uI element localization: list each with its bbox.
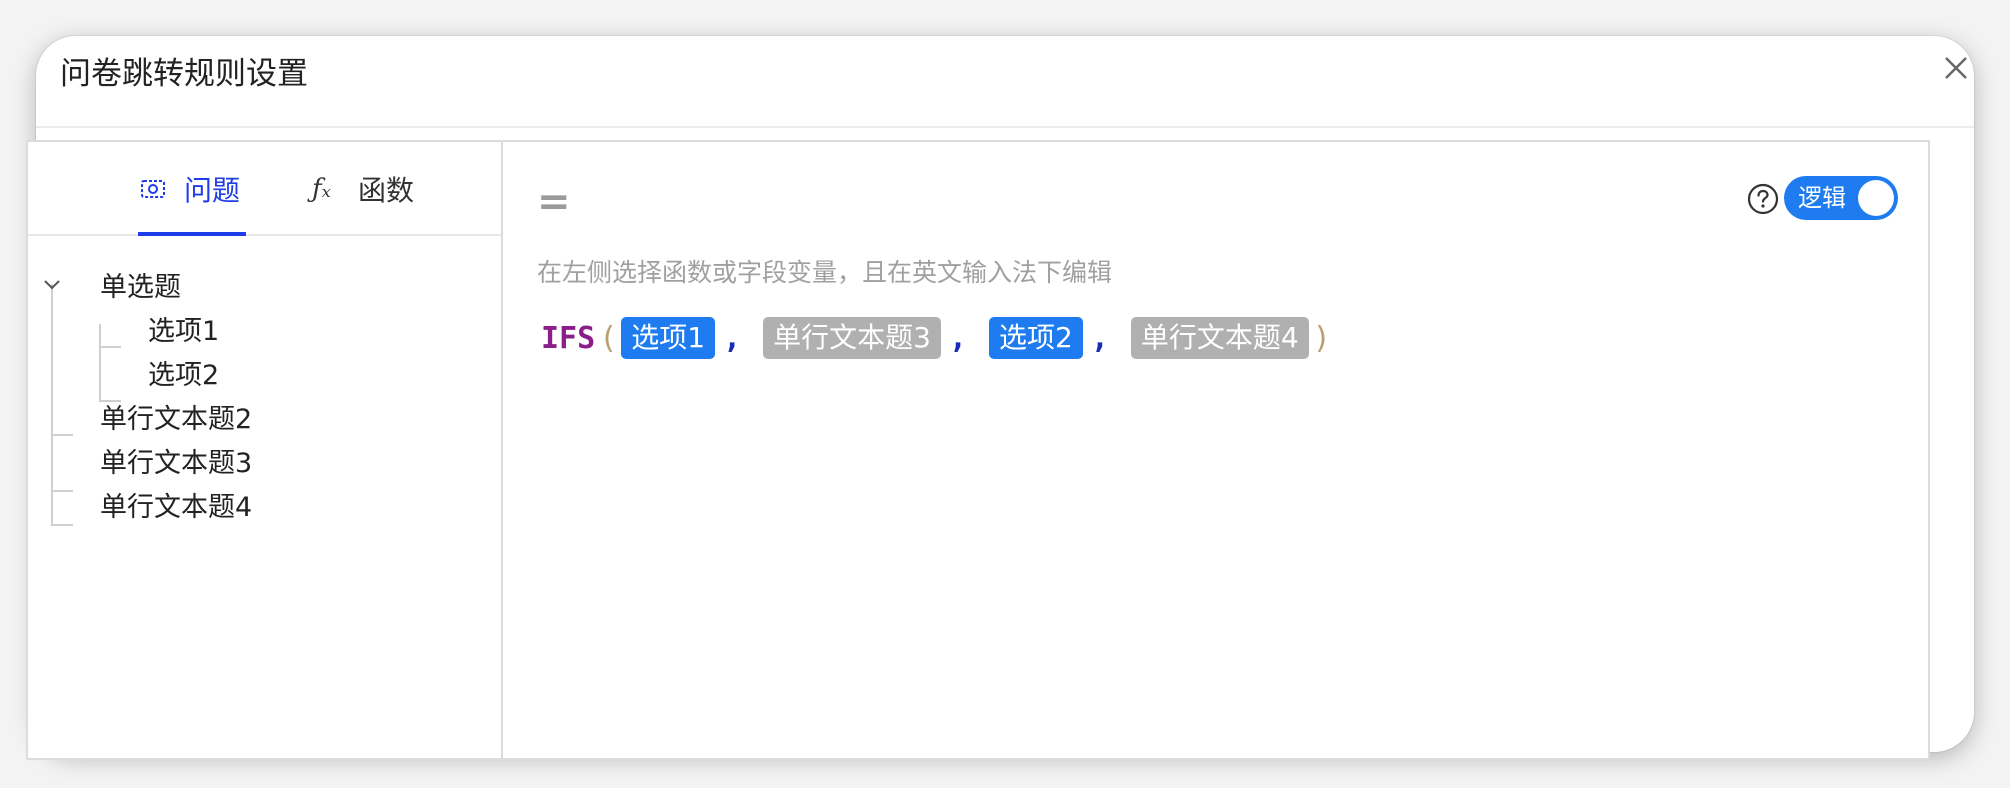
tab-questions[interactable]: 问题	[138, 142, 246, 236]
tree-group-single-choice[interactable]: 单选题	[28, 262, 488, 306]
comma: ,	[723, 320, 742, 356]
tree-item-label: 选项2	[148, 359, 220, 391]
tree-connector	[51, 284, 53, 526]
tree-connector	[99, 346, 121, 348]
formula-token-field[interactable]: 单行文本题4	[1130, 317, 1309, 359]
tree-connector	[99, 400, 121, 402]
toggle-knob	[1858, 180, 1894, 216]
chevron-down-icon[interactable]	[40, 272, 64, 296]
tree-item-label: 单行文本题4	[100, 491, 253, 523]
tree-group-label: 单选题	[100, 271, 181, 303]
tree-connector	[51, 524, 73, 526]
close-icon	[1945, 57, 1967, 79]
tree-connector	[51, 434, 73, 436]
tab-functions[interactable]: ƒₓ 函数	[312, 142, 414, 236]
formula-token-field[interactable]: 单行文本题3	[763, 317, 941, 359]
tree-item-text-3[interactable]: 单行文本题3	[100, 438, 252, 482]
help-icon[interactable]	[1746, 182, 1780, 216]
tab-questions-label: 问题	[184, 174, 241, 207]
tree-item-option-1[interactable]: 选项1	[148, 306, 219, 350]
tree-item-label: 选项1	[148, 315, 220, 347]
active-tab-indicator	[138, 232, 246, 236]
editor-hint: 在左侧选择函数或字段变量，且在英文输入法下编辑	[537, 258, 1113, 287]
tree-item-label: 单行文本题2	[100, 403, 253, 435]
formula-editor: = 逻辑 在左侧选择函数或字段变量，且在英文输入法下编辑 IFS ( 选项1 ,…	[505, 142, 1928, 758]
tree-item-label: 单行文本题3	[100, 447, 253, 479]
rule-editor-panel: 问题 ƒₓ 函数 单选题 选项1	[26, 140, 1930, 760]
logic-toggle[interactable]: 逻辑	[1784, 176, 1898, 220]
comma: ,	[1090, 320, 1109, 356]
tree-connector	[99, 324, 101, 402]
comma: ,	[948, 320, 968, 356]
formula-input[interactable]: IFS ( 选项1 , 单行文本题3 , 选项2 , 单行文本题4 )	[541, 314, 1335, 362]
fx-icon: ƒₓ	[312, 174, 331, 204]
equals-sign: =	[537, 179, 571, 225]
function-name: IFS	[541, 320, 596, 356]
dialog-title: 问卷跳转规则设置	[60, 56, 308, 92]
open-paren: (	[599, 320, 618, 356]
tree-item-text-4[interactable]: 单行文本题4	[100, 482, 252, 526]
field-picker: 问题 ƒₓ 函数 单选题 选项1	[28, 142, 503, 758]
close-paren: )	[1312, 320, 1331, 356]
tree-connector	[51, 490, 73, 492]
tree-item-text-2[interactable]: 单行文本题2	[100, 394, 252, 438]
formula-token-option[interactable]: 选项2	[989, 317, 1083, 359]
dialog-header: 问卷跳转规则设置	[36, 36, 1974, 128]
picker-tabs: 问题 ƒₓ 函数	[28, 142, 501, 236]
formula-token-option[interactable]: 选项1	[621, 317, 716, 359]
toggle-label: 逻辑	[1798, 184, 1846, 212]
question-icon	[138, 174, 168, 204]
tab-functions-label: 函数	[358, 174, 415, 207]
close-button[interactable]	[1938, 50, 1974, 86]
tree-item-option-2[interactable]: 选项2	[148, 350, 219, 394]
